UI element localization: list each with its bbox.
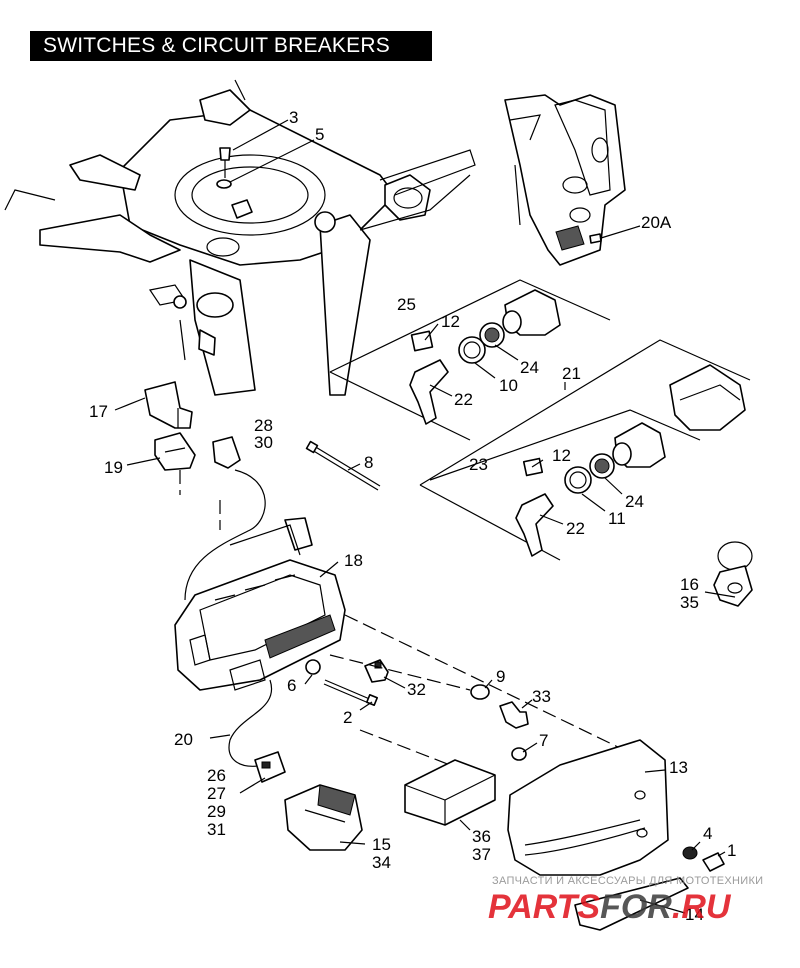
fuse-block-part-18 (174, 517, 346, 691)
callout-12b: 12 (552, 446, 571, 465)
cover-part-13 (507, 739, 669, 876)
callout-26: 26 (207, 766, 226, 785)
callout-6: 6 (287, 676, 296, 695)
circuit-breaker-part-15 (284, 784, 363, 851)
watermark: ЗАПЧАСТИ И АКСЕССУАРЫ ДЛЯ МОТОТЕХНИКИ PA… (488, 875, 763, 926)
callout-17: 17 (89, 402, 108, 421)
watermark-logo-part1: PARTS (488, 888, 600, 926)
wiring-harness-part-20 (184, 469, 273, 767)
switch-group-25 (329, 279, 611, 441)
leader-lines (114, 119, 736, 914)
page-title: SWITCHES & CIRCUIT BREAKERS (43, 34, 390, 57)
title-bar: SWITCHES & CIRCUIT BREAKERS (30, 31, 432, 61)
callout-30: 30 (254, 433, 273, 452)
callout-7: 7 (539, 731, 548, 750)
motorcycle-frame (4, 79, 476, 396)
nut-part-7 (511, 747, 527, 761)
callout-2: 2 (343, 708, 352, 727)
key-fob-part-16 (713, 541, 753, 607)
watermark-logo-part3: .RU (672, 888, 732, 926)
callout-28: 28 (254, 416, 273, 435)
callout-24a: 24 (520, 358, 539, 377)
callout-25: 25 (397, 295, 416, 314)
headstock-part-20a (504, 94, 626, 266)
nut-part-6 (305, 659, 321, 675)
screw-part-3 (219, 147, 231, 178)
screw-part-1 (702, 852, 725, 872)
callout-13: 13 (669, 758, 688, 777)
connector-part-28 (212, 436, 241, 469)
callout-5: 5 (315, 125, 324, 144)
washer-part-4 (682, 846, 698, 860)
watermark-caption: ЗАПЧАСТИ И АКСЕССУАРЫ ДЛЯ МОТОТЕХНИКИ (492, 875, 763, 887)
washer-part-5 (216, 179, 232, 189)
grommet-part-9 (470, 684, 490, 700)
connector-part-17 (144, 381, 193, 429)
trim-part-14 (574, 877, 689, 931)
callout-1: 1 (727, 841, 736, 860)
watermark-logo-part2: FOR (600, 888, 672, 926)
callout-12a: 12 (441, 312, 460, 331)
callout-34: 34 (372, 853, 391, 872)
callout-32: 32 (407, 680, 426, 699)
callout-24b: 24 (625, 492, 644, 511)
callout-3: 3 (289, 108, 298, 127)
callout-16: 16 (680, 575, 699, 594)
callout-23: 23 (469, 455, 488, 474)
watermark-logo: PARTSFOR.RU (488, 888, 732, 926)
switch-group-23 (419, 339, 751, 561)
callout-10: 10 (499, 376, 518, 395)
callout-18: 18 (344, 551, 363, 570)
callout-9: 9 (496, 667, 505, 686)
callout-20: 20 (174, 730, 193, 749)
callout-22b: 22 (566, 519, 585, 538)
callout-21: 21 (562, 364, 581, 383)
fuse-part-32 (364, 659, 389, 683)
connector-part-26 (254, 751, 286, 783)
screw-part-2 (323, 679, 379, 707)
callout-20a: 20A (641, 213, 672, 232)
callout-27: 27 (207, 784, 226, 803)
callout-14: 14 (685, 905, 704, 924)
box-part-36 (404, 759, 496, 826)
callout-35: 35 (680, 593, 699, 612)
callout-4: 4 (703, 824, 712, 843)
callout-15: 15 (372, 835, 391, 854)
callout-37: 37 (472, 845, 491, 864)
callout-labels: 3 5 20A 25 12 24 10 22 21 17 28 30 19 8 … (89, 108, 736, 924)
callout-29: 29 (207, 802, 226, 821)
callout-11: 11 (608, 509, 626, 528)
stud-part-33 (499, 701, 529, 729)
callout-31: 31 (207, 820, 226, 839)
callout-8: 8 (364, 453, 373, 472)
bolt-part-8 (305, 440, 381, 491)
callout-36: 36 (472, 827, 491, 846)
nut-frame (231, 199, 253, 219)
callout-33: 33 (532, 687, 551, 706)
callout-22a: 22 (454, 390, 473, 409)
connector-part-19 (154, 432, 196, 471)
callout-19: 19 (104, 458, 123, 477)
